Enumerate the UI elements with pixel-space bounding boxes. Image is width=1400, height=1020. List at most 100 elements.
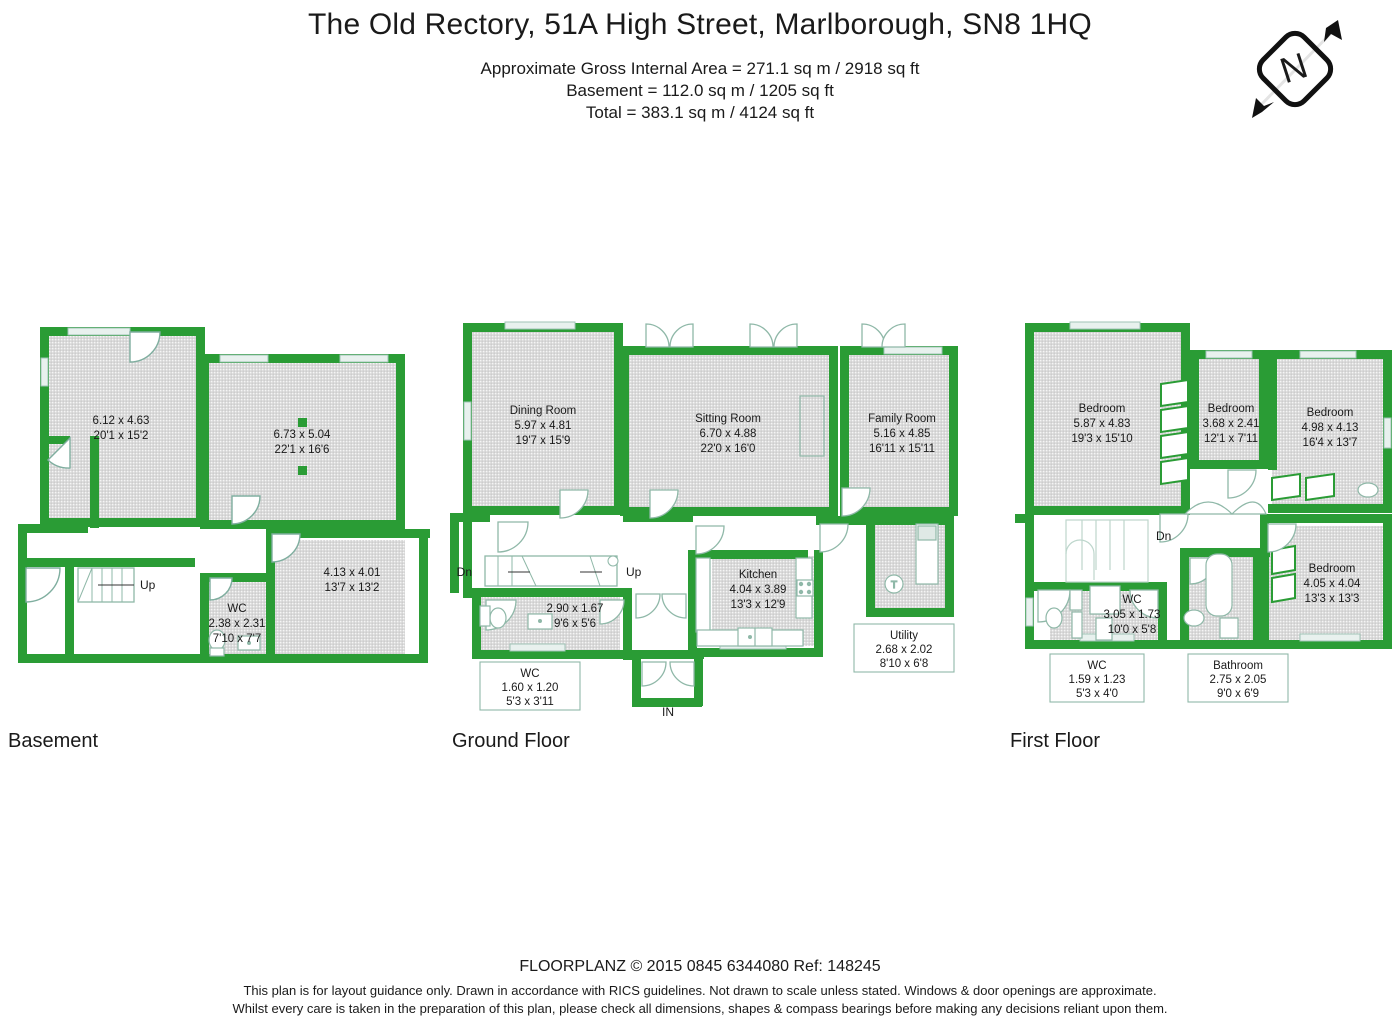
room-imperial: 19'3 x 15'10 <box>1071 433 1132 445</box>
callout-metric: 1.59 x 1.23 <box>1069 674 1126 686</box>
first-floor-plan: Dn Bedroom 5.87 x 4.83 19'3 x 15'10 Bedr… <box>1010 318 1400 718</box>
room-imperial: 16'11 x 15'11 <box>869 443 935 455</box>
floorplanz-credit: FLOORPLANZ © 2015 0845 6344080 Ref: 1482… <box>519 958 881 975</box>
callout-name: WC <box>1087 660 1106 672</box>
room-name: Dining Room <box>510 405 576 417</box>
room-metric: 3.68 x 2.41 <box>1203 418 1260 430</box>
basement-plan: Up 6.12 x 4.63 20'1 x 15'2 6.73 x 5.04 2… <box>10 318 440 698</box>
room-name: Family Room <box>868 413 936 425</box>
fitted-wardrobes <box>1160 378 1335 604</box>
compass-north-icon: N <box>1252 20 1342 118</box>
room-imperial: 10'0 x 5'8 <box>1108 624 1157 636</box>
callout-imperial: 5'3 x 3'11 <box>506 696 554 708</box>
callout-name: Bathroom <box>1213 660 1263 672</box>
room-imperial: 19'7 x 15'9 <box>516 435 571 447</box>
ground-room-labels: Dining Room 5.97 x 4.81 19'7 x 15'9 Sitt… <box>510 405 936 630</box>
room-imperial: 7'10 x 7'7 <box>213 633 262 645</box>
basement-room-fills <box>47 334 405 662</box>
room-name: Bedroom <box>1307 407 1354 419</box>
compass-rose: N <box>1238 12 1358 127</box>
room-imperial: 13'3 x 13'3 <box>1305 593 1360 605</box>
callout-name: Utility <box>890 630 918 642</box>
kitchen-fixtures <box>695 557 814 647</box>
landing-opening-arcs <box>1183 501 1267 515</box>
callout-name: WC <box>520 668 539 680</box>
room-metric: 6.12 x 4.63 <box>93 415 150 427</box>
sink-icon <box>737 627 773 647</box>
page-title: The Old Rectory, 51A High Street, Marlbo… <box>308 8 1092 41</box>
room-name: WC <box>1122 594 1141 606</box>
callout-imperial: 5'3 x 4'0 <box>1076 688 1118 700</box>
basement-wc-fixtures <box>208 629 261 657</box>
basement-room-labels: 6.12 x 4.63 20'1 x 15'2 6.73 x 5.04 22'1… <box>93 415 381 645</box>
room-imperial: 22'1 x 16'6 <box>275 444 330 456</box>
basement-staircase <box>77 567 135 603</box>
disclaimer-line-2: Whilst every care is taken in the prepar… <box>232 1001 1168 1016</box>
gross-internal-area-line: Approximate Gross Internal Area = 271.1 … <box>480 59 920 78</box>
room-metric: 2.90 x 1.67 <box>547 603 604 615</box>
utility-fixtures: T <box>884 523 939 594</box>
room-name: Kitchen <box>739 569 777 581</box>
room-metric: 4.98 x 4.13 <box>1302 422 1359 434</box>
first-dn-label: Dn <box>1156 529 1171 543</box>
room-metric: 4.13 x 4.01 <box>324 567 381 579</box>
room-name: WC <box>227 603 246 615</box>
ground-floor-plan: Dn Up IN T <box>450 318 960 718</box>
room-metric: 5.16 x 4.85 <box>874 428 931 440</box>
area-summary: Approximate Gross Internal Area = 271.1 … <box>0 58 1400 124</box>
ground-callout-wc: WC 1.60 x 1.20 5'3 x 3'11 <box>479 661 581 711</box>
callout-imperial: 8'10 x 6'8 <box>880 658 929 670</box>
callout-metric: 2.68 x 2.02 <box>876 644 933 656</box>
room-metric: 6.70 x 4.88 <box>700 428 757 440</box>
first-staircase <box>1065 519 1149 583</box>
room-metric: 5.87 x 4.83 <box>1074 418 1131 430</box>
tank-marker-label: T <box>891 580 897 591</box>
fireplace-recess <box>799 395 825 457</box>
floor-label-ground: Ground Floor <box>452 730 570 752</box>
room-metric: 2.38 x 2.31 <box>209 618 266 630</box>
hob-icon <box>796 579 814 597</box>
room-metric: 4.04 x 3.89 <box>730 584 787 596</box>
ground-dn-label: Dn <box>457 565 472 579</box>
basement-up-label: Up <box>140 578 156 592</box>
first-callout-wc: WC 1.59 x 1.23 5'3 x 4'0 <box>1049 653 1145 703</box>
room-imperial: 16'4 x 13'7 <box>1303 437 1358 449</box>
room-metric: 4.05 x 4.04 <box>1304 578 1362 590</box>
first-room-labels: Bedroom 5.87 x 4.83 19'3 x 15'10 Bedroom… <box>1071 403 1361 636</box>
basement-area-line: Basement = 112.0 sq m / 1205 sq ft <box>566 81 834 100</box>
disclaimer-line-1: This plan is for layout guidance only. D… <box>243 983 1157 998</box>
room-imperial: 20'1 x 15'2 <box>94 430 149 442</box>
callout-metric: 1.60 x 1.20 <box>502 682 559 694</box>
room-imperial: 9'6 x 5'6 <box>554 618 596 630</box>
bathroom-fixtures <box>1183 553 1239 639</box>
room-imperial: 12'1 x 7'11 <box>1204 433 1258 445</box>
callout-imperial: 9'0 x 6'9 <box>1217 688 1259 700</box>
basement-doors <box>25 331 301 603</box>
room-name: Bedroom <box>1208 403 1255 415</box>
ground-doors <box>485 487 871 687</box>
first-wc-fixtures <box>1045 585 1121 641</box>
total-area-line: Total = 383.1 sq m / 4124 sq ft <box>585 103 815 122</box>
room-name: Sitting Room <box>695 413 761 425</box>
ground-staircase <box>484 555 619 587</box>
callout-metric: 2.75 x 2.05 <box>1210 674 1267 686</box>
basement-column-markers <box>298 418 307 475</box>
room-imperial: 13'7 x 13'2 <box>325 582 380 594</box>
room-name: Bedroom <box>1079 403 1126 415</box>
ground-up-label: Up <box>626 565 642 579</box>
first-doors <box>1037 469 1297 623</box>
room-metric: 5.97 x 4.81 <box>515 420 572 432</box>
ground-callout-utility: Utility 2.68 x 2.02 8'10 x 6'8 <box>853 623 955 673</box>
floor-label-first: First Floor <box>1010 730 1100 752</box>
ground-room-fills <box>470 330 953 650</box>
ensuite-basin <box>1357 482 1379 498</box>
first-callout-bathroom: Bathroom 2.75 x 2.05 9'0 x 6'9 <box>1187 653 1289 703</box>
floor-label-basement: Basement <box>8 730 99 752</box>
room-name: Bedroom <box>1309 563 1356 575</box>
ground-french-doors <box>645 323 906 348</box>
entrance-in-label: IN <box>662 705 674 718</box>
room-imperial: 13'3 x 12'9 <box>731 599 786 611</box>
room-metric: 6.73 x 5.04 <box>274 429 332 441</box>
ground-wc-fixtures <box>479 605 553 630</box>
room-imperial: 22'0 x 16'0 <box>701 443 756 455</box>
